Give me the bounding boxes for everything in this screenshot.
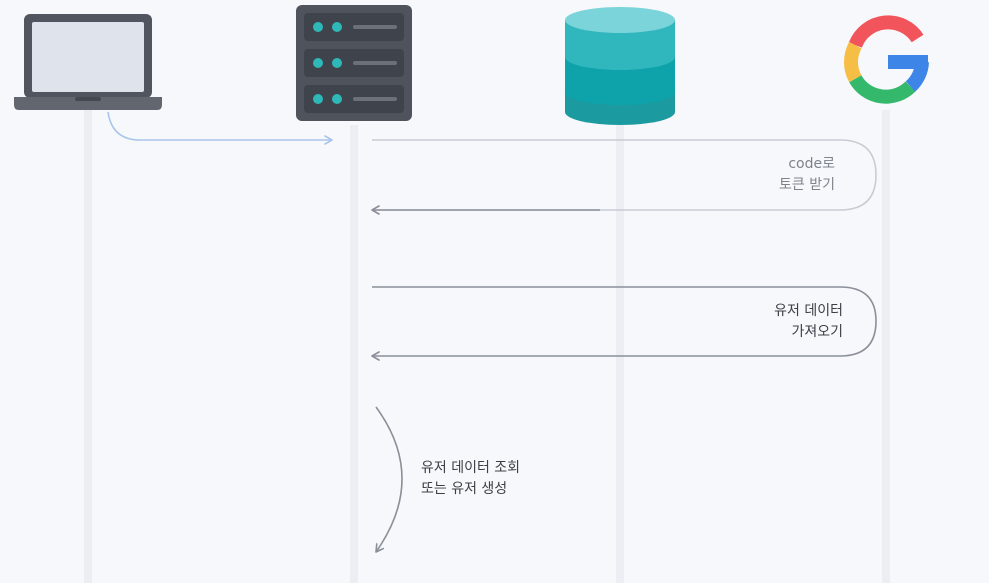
- google-lifeline: [882, 110, 890, 583]
- database-icon: [565, 7, 675, 125]
- client-to-server-arrow: [107, 111, 333, 145]
- server-icon: [296, 5, 412, 121]
- message-label-code-to-token: code로 토큰 받기: [779, 156, 835, 193]
- server-lifeline: [350, 125, 358, 583]
- database-lifeline: [616, 125, 624, 583]
- laptop-icon: [14, 14, 162, 110]
- token-exchange-arrow-path: [372, 139, 877, 211]
- message-label-fetch-user-data: 유저 데이터 가져오기: [774, 303, 843, 340]
- message-label-lookup-or-create-user: 유저 데이터 조회 또는 유저 생성: [421, 460, 521, 497]
- self-call-arrow: [375, 406, 403, 553]
- fetch-user-data-arrow: [371, 286, 877, 361]
- google-logo-icon: [844, 15, 929, 104]
- client-lifeline: [84, 110, 92, 583]
